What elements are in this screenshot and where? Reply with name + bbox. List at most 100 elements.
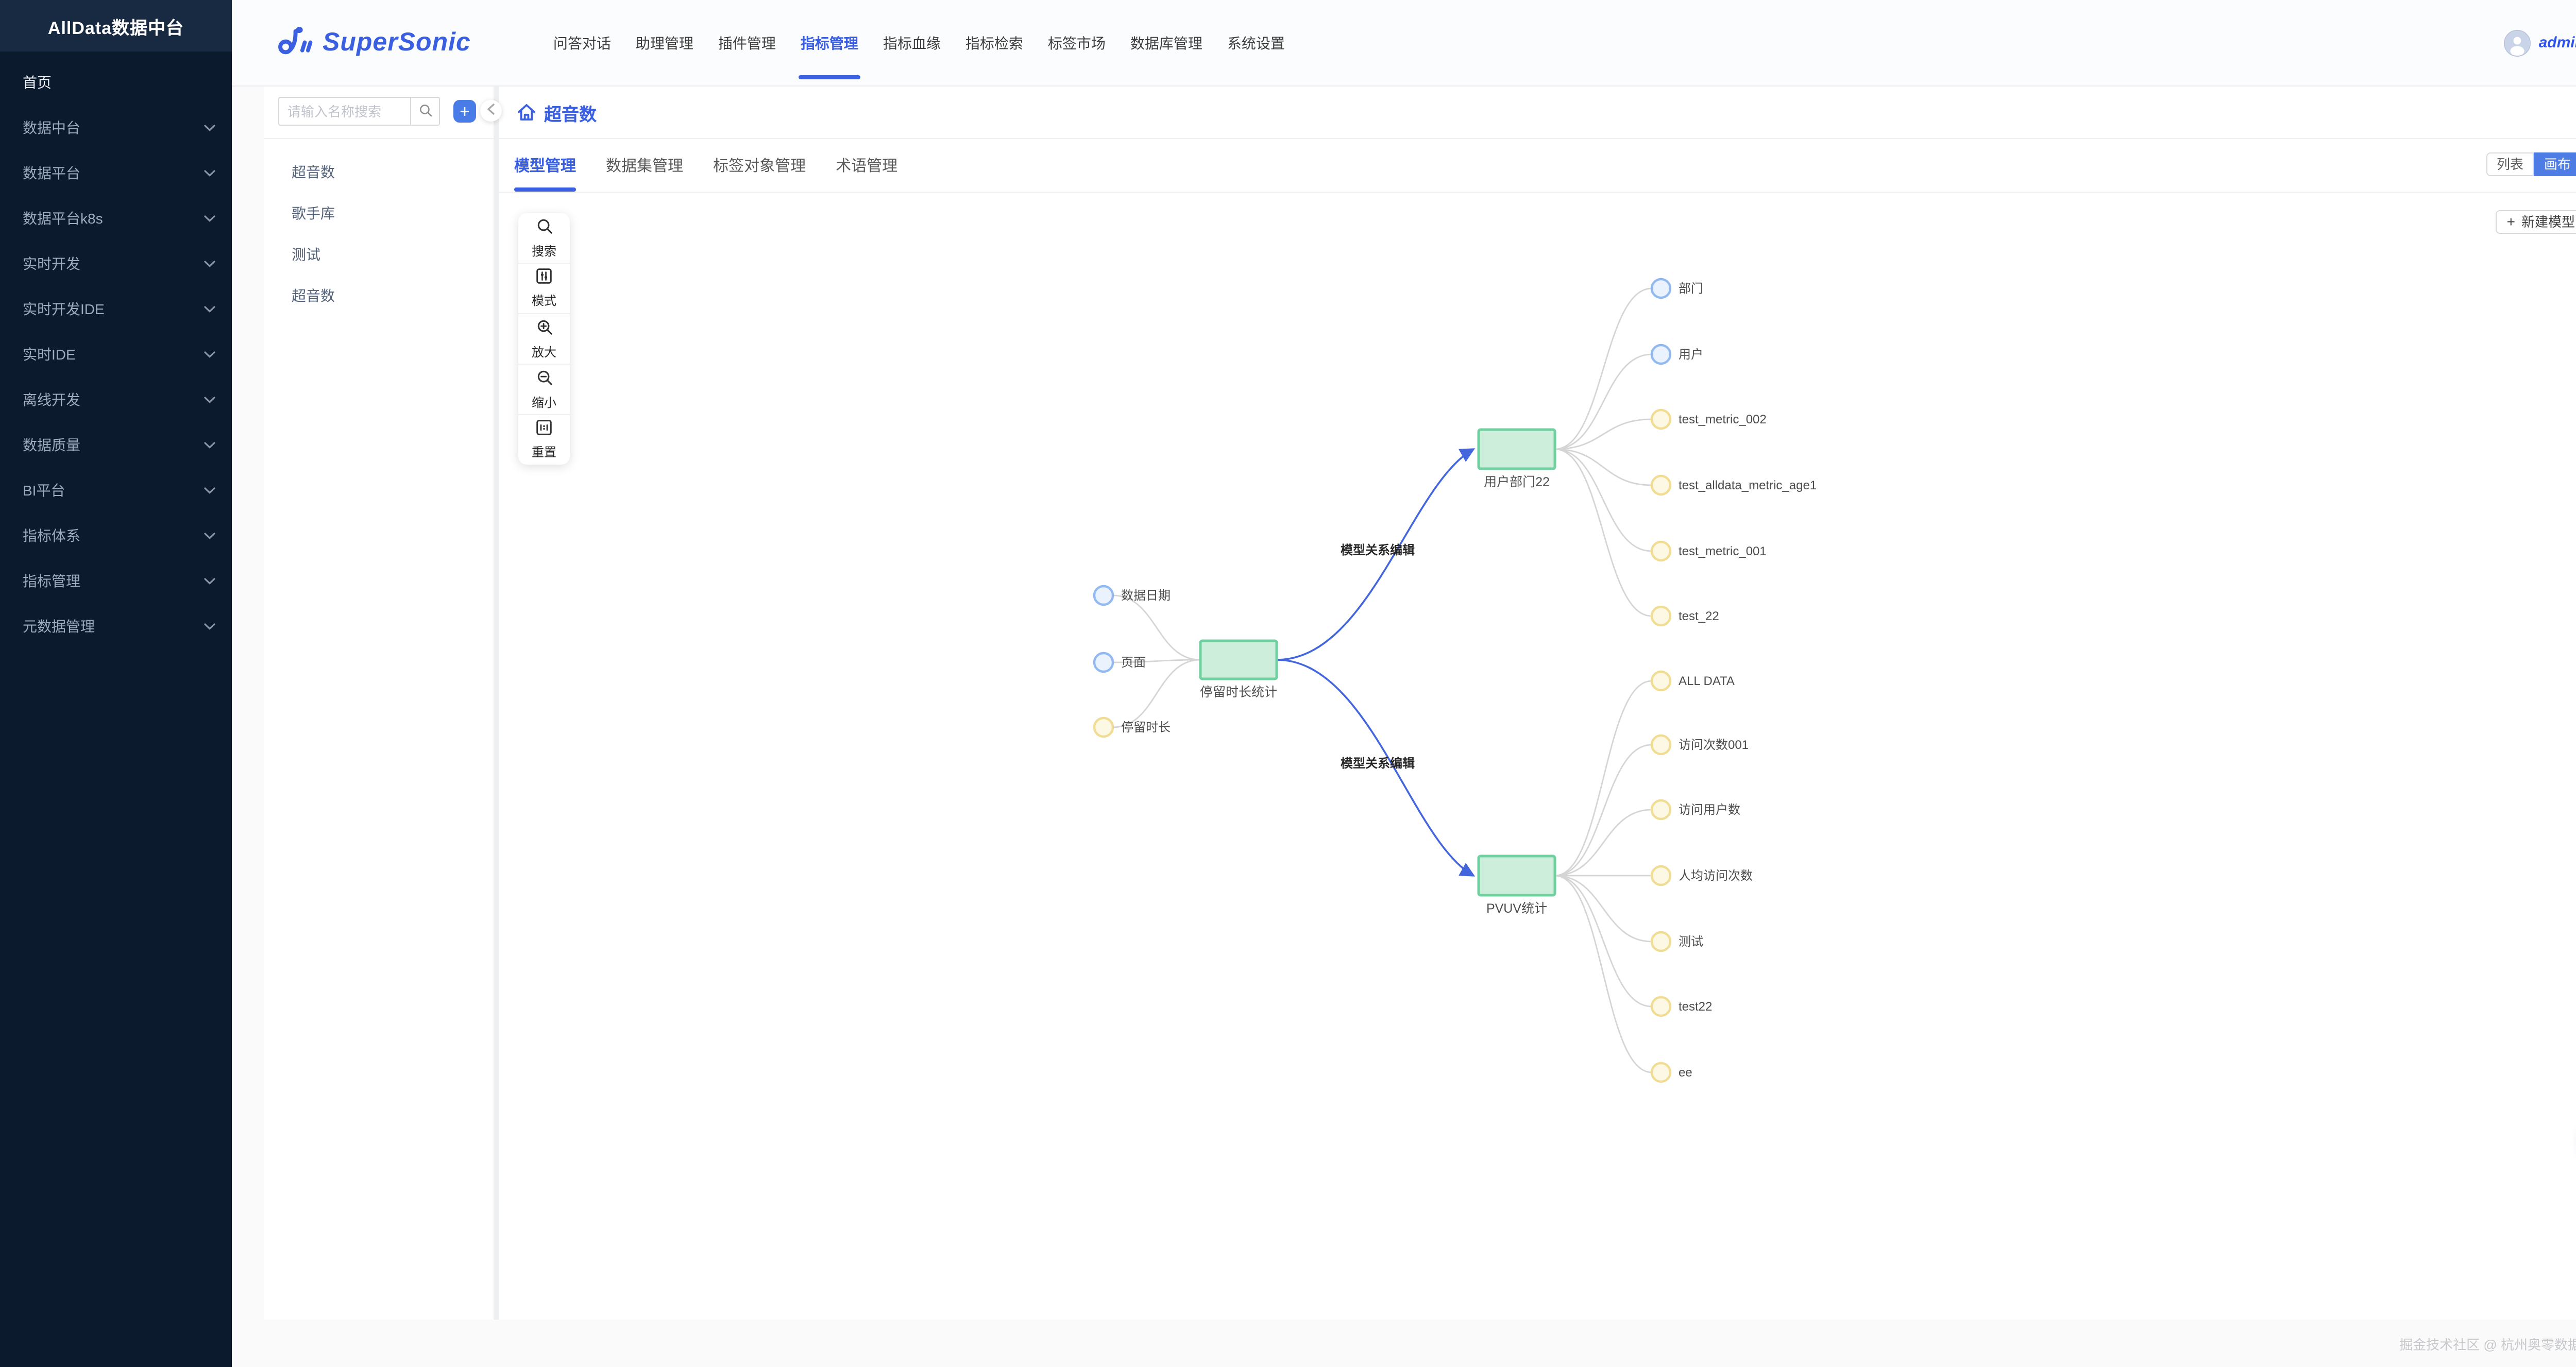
field-node-dimension[interactable] — [1093, 652, 1114, 673]
field-label[interactable]: 访问次数001 — [1679, 738, 1749, 752]
nav-item-plugin-mgmt[interactable]: 插件管理 — [718, 35, 776, 51]
chevron-down-icon — [204, 260, 215, 267]
nav-item-metric-lineage[interactable]: 指标血缘 — [883, 35, 941, 51]
field-node-metric[interactable] — [1650, 670, 1672, 692]
field-node-metric[interactable] — [1650, 996, 1672, 1017]
model-node-pvuv-stats[interactable] — [1477, 855, 1556, 897]
sidebar-item-realtime-dev-ide[interactable]: 实时开发IDE — [0, 286, 232, 332]
model-node-stay-duration-stats[interactable] — [1199, 639, 1278, 680]
field-edge — [1554, 448, 1652, 486]
nav-item-metric-search[interactable]: 指标检索 — [965, 35, 1023, 51]
field-label[interactable]: 页面 — [1121, 656, 1146, 670]
edge-label-edit-relation[interactable]: 模型关系编辑 — [1341, 543, 1415, 557]
top-navbar: SuperSonic 问答对话 助理管理 插件管理指标管理指标血缘 指标检索 标签市场 数… — [232, 0, 2576, 87]
model-node-label[interactable]: PVUV统计 — [1486, 901, 1547, 916]
supersonic-logo[interactable]: SuperSonic — [277, 23, 471, 63]
field-label[interactable]: test22 — [1679, 1000, 1712, 1014]
add-domain-button[interactable]: + — [453, 100, 476, 123]
model-relation-edge — [1276, 659, 1476, 877]
search-input[interactable] — [278, 97, 410, 126]
model-node-label[interactable]: 用户部门22 — [1484, 475, 1550, 489]
field-node-dimension[interactable] — [1650, 344, 1672, 365]
domain-list-item-2[interactable]: 测试 — [292, 246, 320, 263]
collapse-panel-button[interactable] — [480, 100, 502, 122]
domain-list-item-0[interactable]: 超音数 — [292, 164, 335, 180]
field-label[interactable]: 数据日期 — [1121, 589, 1171, 603]
field-node-metric[interactable] — [1650, 799, 1672, 821]
domain-list-item-3[interactable]: 超音数 — [292, 287, 335, 304]
sidebar-item-realtime-dev[interactable]: 实时开发 — [0, 241, 232, 286]
field-label[interactable]: test_metric_002 — [1679, 413, 1767, 426]
nav-item-metric-mgmt[interactable]: 指标管理 — [788, 0, 871, 86]
edge-label-edit-relation[interactable]: 模型关系编辑 — [1341, 756, 1415, 771]
sidebar-item-data-center[interactable]: 数据中台 — [0, 105, 232, 150]
field-node-dimension[interactable] — [1650, 278, 1672, 299]
field-node-metric[interactable] — [1093, 716, 1114, 738]
field-node-metric[interactable] — [1650, 540, 1672, 562]
sidebar-item-data-quality[interactable]: 数据质量 — [0, 422, 232, 468]
field-label[interactable]: 访问用户数 — [1679, 803, 1740, 817]
field-node-metric[interactable] — [1650, 865, 1672, 886]
tool-label: 重置 — [531, 445, 556, 459]
field-node-dimension[interactable] — [1093, 585, 1114, 606]
tab-tag-object-mgmt[interactable]: 标签对象管理 — [713, 158, 806, 175]
field-edge — [1554, 809, 1652, 877]
field-label[interactable]: test_alldata_metric_age1 — [1679, 479, 1817, 492]
nav-item-tag-market[interactable]: 标签市场 — [1047, 35, 1106, 51]
tab-dataset-mgmt[interactable]: 数据集管理 — [606, 158, 684, 175]
search-button[interactable] — [410, 97, 440, 126]
field-label[interactable]: test_22 — [1679, 609, 1719, 623]
model-node-label[interactable]: 停留时长统计 — [1200, 685, 1277, 699]
new-model-button[interactable]: + 新建模型 — [2495, 210, 2576, 234]
app-title: AllData数据中台 — [47, 18, 184, 38]
field-label[interactable]: 人均访问次数 — [1679, 869, 1753, 883]
field-label[interactable]: 部门 — [1679, 282, 1703, 296]
nav-item-system-settings[interactable]: 系统设置 — [1227, 35, 1285, 51]
sidebar-item-offline-dev[interactable]: 离线开发 — [0, 377, 232, 422]
sidebar-item-metric-system[interactable]: 指标体系 — [0, 513, 232, 558]
user-avatar[interactable] — [2503, 29, 2531, 56]
field-label[interactable]: 用户 — [1679, 348, 1703, 362]
username-label[interactable]: admin — [2538, 34, 2576, 52]
tool-search-button[interactable]: 搜索 — [518, 213, 570, 263]
model-node-user-dept-22[interactable] — [1477, 428, 1556, 470]
field-node-metric[interactable] — [1650, 931, 1672, 952]
field-label[interactable]: test_metric_001 — [1679, 544, 1767, 558]
sidebar-item-realtime-ide[interactable]: 实时IDE — [0, 332, 232, 377]
tool-reset-button[interactable]: 重置 — [518, 414, 570, 465]
reset-icon — [536, 419, 552, 441]
domain-list-item-1[interactable]: 歌手库 — [292, 205, 335, 221]
field-edge — [1112, 659, 1201, 728]
breadcrumb-domain[interactable]: 超音数 — [544, 105, 597, 124]
field-label[interactable]: 停留时长 — [1121, 721, 1171, 734]
field-label[interactable]: ALL DATA — [1679, 674, 1735, 688]
field-node-metric[interactable] — [1650, 408, 1672, 430]
tab-model-mgmt[interactable]: 模型管理 — [514, 139, 577, 192]
sidebar-item-data-platform-k8s[interactable]: 数据平台k8s — [0, 196, 232, 241]
chevron-down-icon — [204, 351, 215, 358]
tool-mode-button[interactable]: 模式 — [518, 263, 570, 313]
field-node-metric[interactable] — [1650, 474, 1672, 496]
nav-item-qa-chat[interactable]: 问答对话 — [553, 35, 611, 51]
home-icon[interactable] — [516, 102, 537, 123]
tab-term-mgmt[interactable]: 术语管理 — [836, 158, 898, 175]
view-list-button[interactable]: 列表 — [2486, 152, 2534, 176]
sidebar-item-home[interactable]: 首页 — [0, 60, 232, 105]
tool-zoom-in-button[interactable]: 放大 — [518, 313, 570, 364]
sidebar-item-metadata-mgmt[interactable]: 元数据管理 — [0, 604, 232, 649]
nav-item-assistant-mgmt[interactable]: 助理管理 — [635, 35, 693, 51]
user-area[interactable]: admin — [2503, 29, 2576, 56]
model-relation-edge — [1276, 448, 1476, 661]
sidebar-item-bi-platform[interactable]: BI平台 — [0, 468, 232, 513]
field-node-metric[interactable] — [1650, 1062, 1672, 1083]
field-label[interactable]: 测试 — [1679, 935, 1703, 949]
field-label[interactable]: ee — [1679, 1066, 1692, 1080]
view-canvas-button[interactable]: 画布 — [2533, 152, 2576, 176]
field-node-metric[interactable] — [1650, 734, 1672, 756]
nav-item-db-mgmt[interactable]: 数据库管理 — [1130, 35, 1202, 51]
field-node-metric[interactable] — [1650, 605, 1672, 627]
tool-zoom-out-button[interactable]: 缩小 — [518, 364, 570, 414]
sidebar-item-metric-mgmt[interactable]: 指标管理 — [0, 558, 232, 604]
sidebar-item-data-platform[interactable]: 数据平台 — [0, 150, 232, 196]
